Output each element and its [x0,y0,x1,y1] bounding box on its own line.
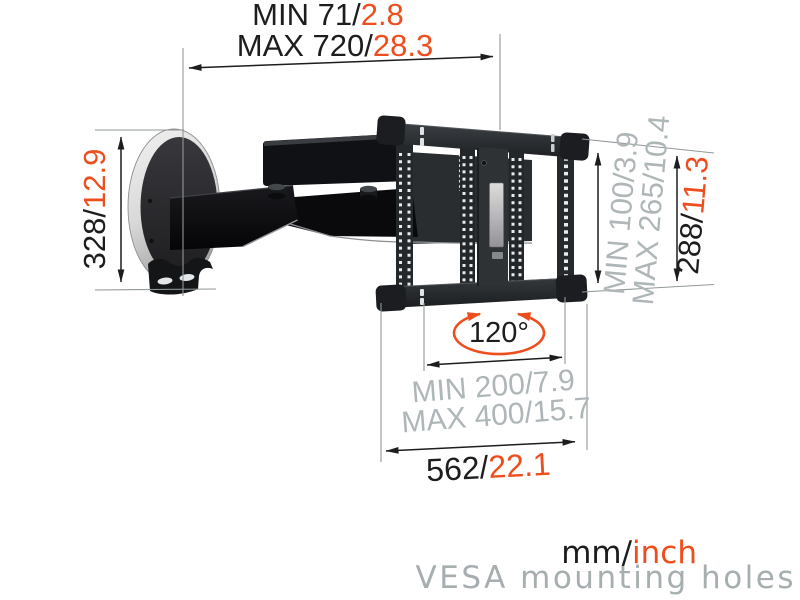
dimension-arrow-vesa-horizontal [426,354,563,368]
hinge-bottom [360,194,377,202]
arm-edge-highlight [242,219,298,248]
rail-top-bevel [389,122,567,138]
dimension-arrows [117,53,681,454]
rail-slot [420,298,424,305]
units-mm: mm/ [561,535,632,571]
hinge-top [360,185,377,193]
vesa-strip [557,141,574,293]
units-legend: mm/inch [561,535,697,571]
vesa-strip-bar [509,149,524,288]
vesa-strip-bar [460,146,475,291]
extension-line [581,138,715,154]
wall-plate-foot [148,257,213,295]
bracket-width-label: 562/22.1 [425,446,551,488]
swivel-angle-label: 120° [469,317,529,349]
plate-screw-hole [149,238,154,244]
bracket-cap-top-right [559,132,590,161]
depth-min-mm: MIN 71/ [252,0,361,32]
arm-upper-beam-bevel [264,133,410,146]
arm-upper-beam [263,133,410,186]
depth-min-label: MIN 71/2.8 [252,0,404,32]
legend: mm/inch VESA mounting holes [416,535,796,596]
bracket-cap-bottom-left [375,284,407,312]
depth-max-mm: MAX 720/ [237,28,374,63]
foot-slot [157,277,173,285]
vesa-strip [509,149,524,288]
plate-height-inch: 12.9 [77,149,112,209]
bracket-cap-top-left [376,115,406,146]
depth-max-label: MAX 720/28.3 [237,28,433,63]
rail-slot [551,144,555,152]
extension-lines [94,34,715,462]
dimension-annotations: MIN 71/2.8 MAX 720/28.3 328/12.9 MIN 100… [77,0,715,488]
center-column [477,147,508,287]
hinge-top [268,183,285,191]
bracket-height-label: 288/11.3 [670,155,715,276]
arm-lower-front [170,185,298,250]
rail-bottom [390,278,566,308]
brand-label [489,182,504,248]
bracket-width-mm: 562/ [425,449,489,488]
arm-lower-rear [282,188,418,237]
plate-screw-hole [147,198,153,204]
dimension-arrow-bracket-width [385,438,576,454]
vesa-strip [396,142,413,295]
hinge-bottom [268,192,285,200]
extension-line [94,288,217,291]
extension-line [581,283,715,293]
depth-min-inch: 2.8 [361,0,404,32]
vesa-note: VESA mounting holes [416,560,796,596]
hinge-body [360,189,377,198]
bracket-width-inch: 22.1 [487,446,551,485]
rail-slot [420,138,424,146]
column-screw [481,160,487,166]
swivel-arc-icon [452,312,546,356]
hinge-body [268,187,285,196]
brand-logo-mark [492,252,503,259]
plate-height-mm: 328/ [77,209,112,270]
rail-top [390,123,566,157]
bracket-height-mm: 288/ [670,212,710,276]
bracket-height-inch: 11.3 [675,155,715,216]
arm-hinge-rear [360,185,377,202]
rail-slot [551,134,555,142]
arm-hinge-elbow [268,183,285,200]
tv-bracket [375,115,590,312]
units-inch: inch [632,535,697,571]
depth-max-inch: 28.3 [373,28,433,63]
bracket-cap-bottom-right [555,274,588,303]
dimension-arrow-depth [188,53,494,71]
plate-height-label: 328/12.9 [77,149,112,270]
rail-slot [420,289,424,296]
rail-slot [420,127,424,135]
vesa-strip [460,146,475,291]
